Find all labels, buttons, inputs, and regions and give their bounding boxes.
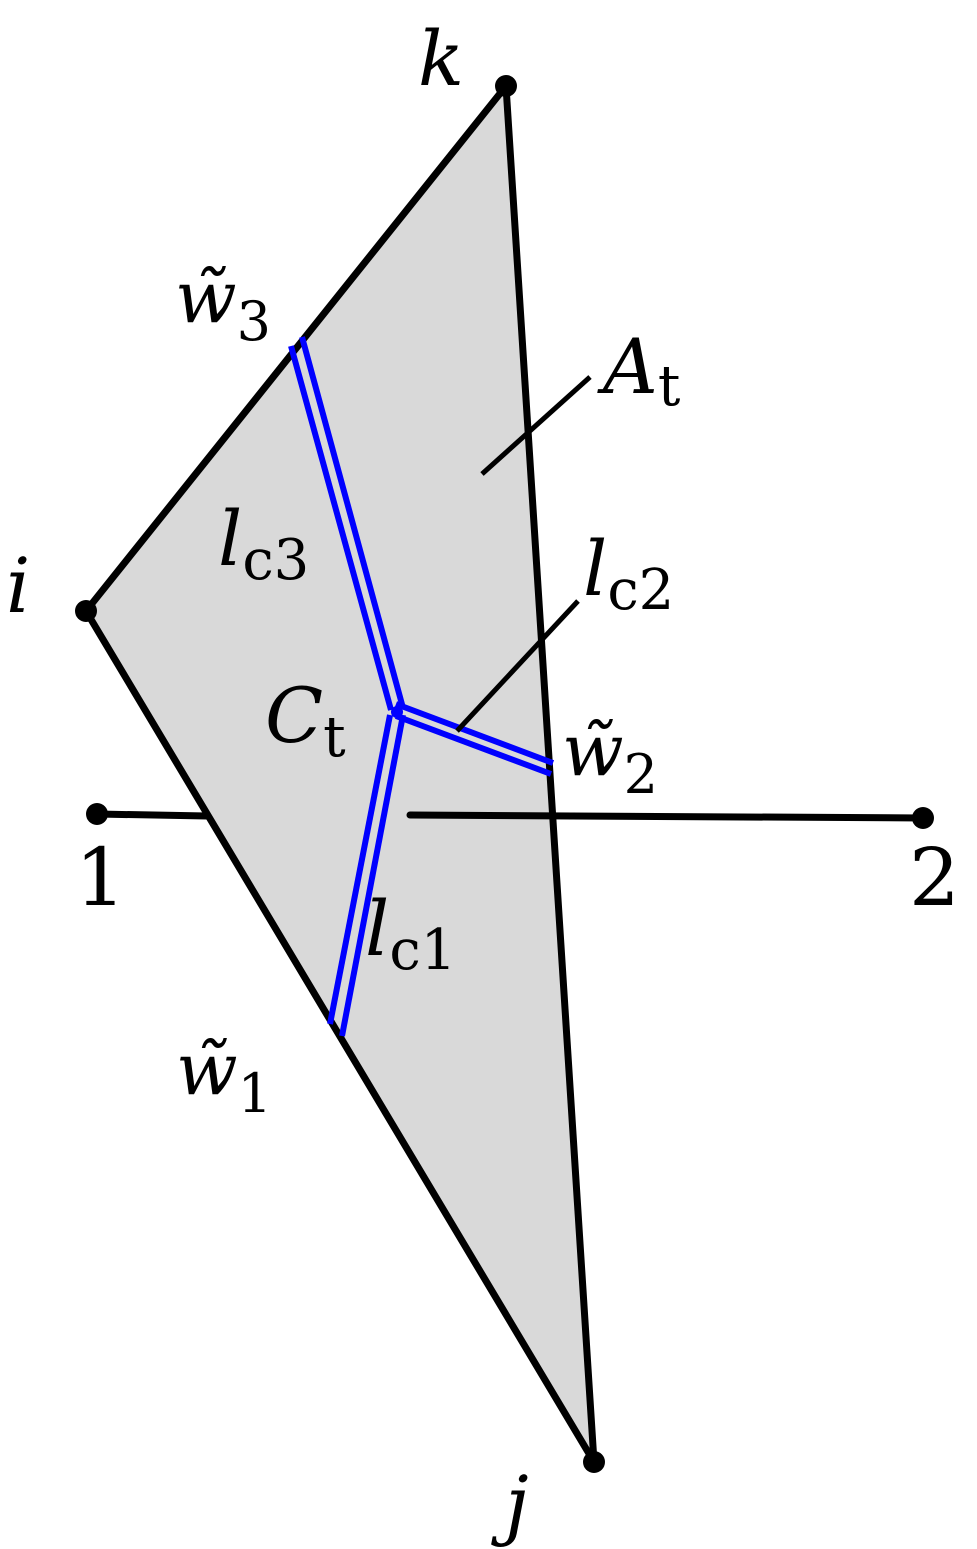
label-w1: w̃1 (176, 1027, 272, 1125)
edge-i-j (82, 607, 598, 1466)
label-lc1: lc1 (365, 884, 456, 983)
vertex-k-dot (495, 75, 517, 97)
segment-1-2-left (93, 810, 211, 820)
node-1-dot (86, 803, 108, 825)
triangle-face (86, 86, 594, 1462)
label-At: At (597, 322, 681, 419)
label-vertex-k: k (418, 14, 464, 103)
blue-path-lc1 (327, 714, 406, 1037)
label-Ct: Ct (265, 671, 346, 770)
centroid-Ct-dot (391, 706, 403, 718)
label-lc2: lc2 (583, 524, 674, 623)
label-w2: w̃2 (562, 708, 658, 806)
leader-lc2 (455, 599, 580, 733)
label-vertex-i: i (6, 541, 30, 630)
segment-1-2-right (406, 811, 927, 822)
vertex-i-dot (75, 600, 97, 622)
label-w3: w̃3 (175, 255, 271, 353)
leader-At (480, 375, 592, 476)
node-2-dot (912, 807, 934, 829)
edge-i-k (82, 82, 510, 615)
vertex-j-dot (583, 1451, 605, 1473)
label-vertex-j: j (491, 1459, 529, 1548)
blue-path-lc2 (394, 701, 555, 777)
label-lc3: lc3 (218, 494, 309, 593)
label-node-2: 2 (909, 831, 960, 924)
blue-path-lc3 (288, 336, 406, 711)
label-node-1: 1 (75, 831, 126, 924)
